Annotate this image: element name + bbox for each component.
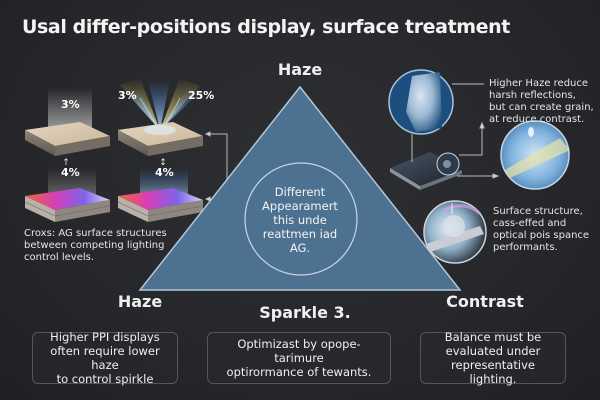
reflection-beam [48, 88, 92, 130]
page-title: Usal differ-positions display, surface t… [22, 16, 510, 38]
triangle-top-label: Haze [277, 60, 323, 79]
reflect-pct-left-sample-2: 3% [118, 89, 137, 102]
contrast-label: Contrast [446, 292, 524, 311]
reflect-pct-right-sample-2: 25% [188, 89, 215, 102]
sample-slab-2 [118, 122, 203, 156]
scatter-beams [120, 78, 200, 130]
contrast-card: Balance must be evaluated under represen… [420, 330, 566, 386]
up-arrow-icon: ↑ [62, 158, 70, 168]
transmit-pct-sample-2: 4% [155, 166, 174, 179]
reflect-pct-sample-1: 3% [61, 98, 80, 111]
triangle-center-text: Different Appearamert this unde reattmen… [262, 185, 338, 255]
sample-slab-1 [25, 122, 110, 156]
sparkle-label: Sparkle 3. [259, 303, 351, 322]
display-slab-2 [117, 188, 204, 222]
sparkle-card: Optimizast by opope-tarimure optirormanc… [207, 332, 391, 384]
center-circle [244, 162, 358, 276]
up-down-arrow-icon: ↕ [159, 158, 167, 168]
haze-card: Higher PPI displays often require lower … [32, 330, 178, 386]
right-note-surface: Surface structure, cass-effed and optica… [493, 206, 590, 253]
display-device [390, 152, 462, 190]
magnified-lens-mid [500, 120, 570, 190]
right-note-haze: Higher Haze reduce harsh reflections, bu… [489, 78, 594, 125]
haze-triangle [138, 85, 462, 291]
display-slab-1 [24, 188, 111, 222]
haze-label: Haze [117, 292, 163, 311]
connector-lines-right [411, 121, 500, 179]
magnified-lens-top [388, 69, 484, 135]
magnified-lens-bottom [423, 200, 487, 264]
transmit-pct-sample-1: 4% [61, 166, 80, 179]
left-caption: Croxs: AG surface structures between com… [24, 228, 167, 263]
